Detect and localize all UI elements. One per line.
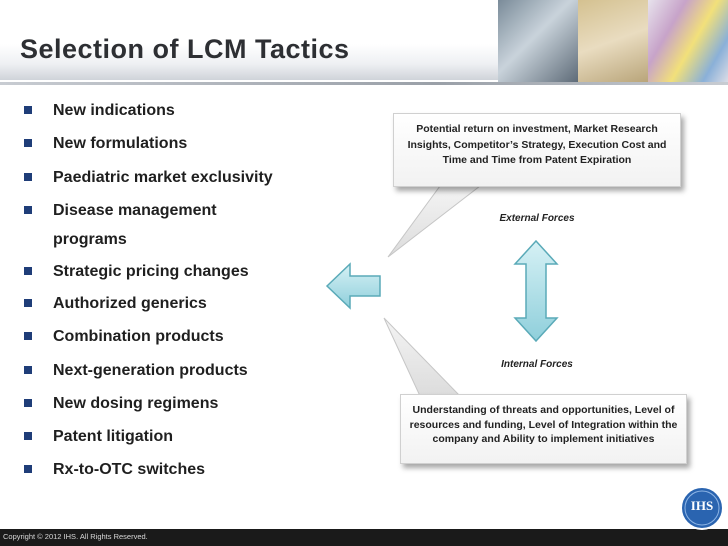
bullet-marker-icon bbox=[24, 106, 32, 114]
bullet-marker-icon bbox=[24, 139, 32, 147]
bullet-marker-icon bbox=[24, 432, 32, 440]
top-callout-pointer bbox=[387, 185, 482, 258]
internal-forces-label: Internal Forces bbox=[501, 359, 573, 370]
header-divider bbox=[0, 82, 728, 85]
left-arrow-icon bbox=[325, 262, 381, 310]
header-photo-strip bbox=[498, 0, 728, 82]
lab-scientist-photo bbox=[498, 0, 578, 82]
bullet-marker-icon bbox=[24, 267, 32, 275]
internal-factors-callout: Understanding of threats and opportuniti… bbox=[400, 394, 687, 464]
logo-text: IHS bbox=[690, 498, 714, 513]
bottom-callout-pointer bbox=[383, 317, 462, 397]
bullet-marker-icon bbox=[24, 399, 32, 407]
ihs-logo-icon bbox=[680, 486, 724, 530]
bullet-marker-icon bbox=[24, 366, 32, 374]
bullet-marker-icon bbox=[24, 299, 32, 307]
footer-bar: Copyright © 2012 IHS. All Rights Reserve… bbox=[0, 529, 728, 546]
external-forces-label: External Forces bbox=[499, 213, 575, 224]
external-factors-callout: Potential return on investment, Market R… bbox=[393, 113, 681, 187]
double-vertical-arrow-icon bbox=[513, 239, 559, 343]
slide-title: Selection of LCM Tactics bbox=[20, 34, 350, 64]
pills-photo bbox=[648, 0, 728, 82]
bullet-marker-icon bbox=[24, 206, 32, 214]
bullet-marker-icon bbox=[24, 465, 32, 473]
bullet-marker-icon bbox=[24, 173, 32, 181]
pipette-photo bbox=[578, 0, 648, 82]
bullet-marker-icon bbox=[24, 332, 32, 340]
copyright-text: Copyright © 2012 IHS. All Rights Reserve… bbox=[3, 532, 148, 541]
